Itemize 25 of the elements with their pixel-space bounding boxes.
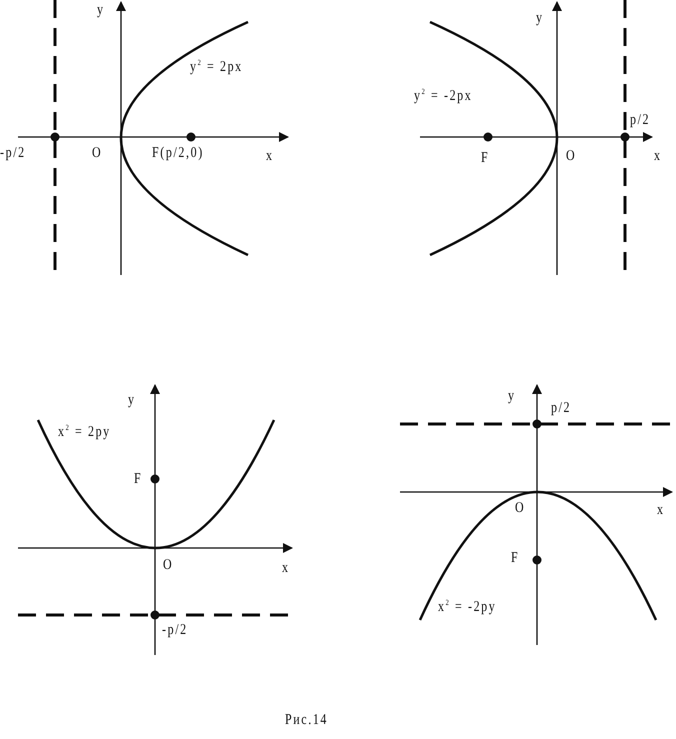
origin-label: O: [515, 500, 526, 516]
point-label: F: [481, 150, 490, 166]
equation-label: x$^{2}$ = 2py: [58, 422, 111, 440]
axis-label: y: [97, 2, 105, 18]
axis-label: x: [282, 560, 290, 576]
point-label: F: [134, 471, 142, 487]
axis-label: y: [536, 10, 544, 26]
point-label: -p/2: [0, 145, 26, 161]
origin-label: O: [163, 557, 174, 573]
equation-label: y$^{2}$ = 2px: [190, 57, 243, 75]
axis-label: y: [508, 388, 516, 404]
point-label: F(p/2,0): [152, 145, 204, 161]
axis-label: x: [657, 502, 665, 518]
origin-label: O: [92, 145, 102, 161]
equation-label: y$^{2}$ = -2px: [414, 86, 472, 104]
equation-label: x$^{2}$ = -2py: [438, 597, 496, 615]
figure-caption: Рис.14: [285, 712, 328, 728]
point-label: -p/2: [162, 622, 188, 638]
point-label: p/2: [630, 112, 650, 128]
origin-label: O: [566, 148, 576, 164]
axis-label: x: [654, 148, 662, 164]
axis-label: x: [266, 148, 274, 164]
point-label: F: [511, 550, 520, 566]
axis-label: y: [128, 392, 136, 408]
point-label: p/2: [551, 400, 572, 416]
